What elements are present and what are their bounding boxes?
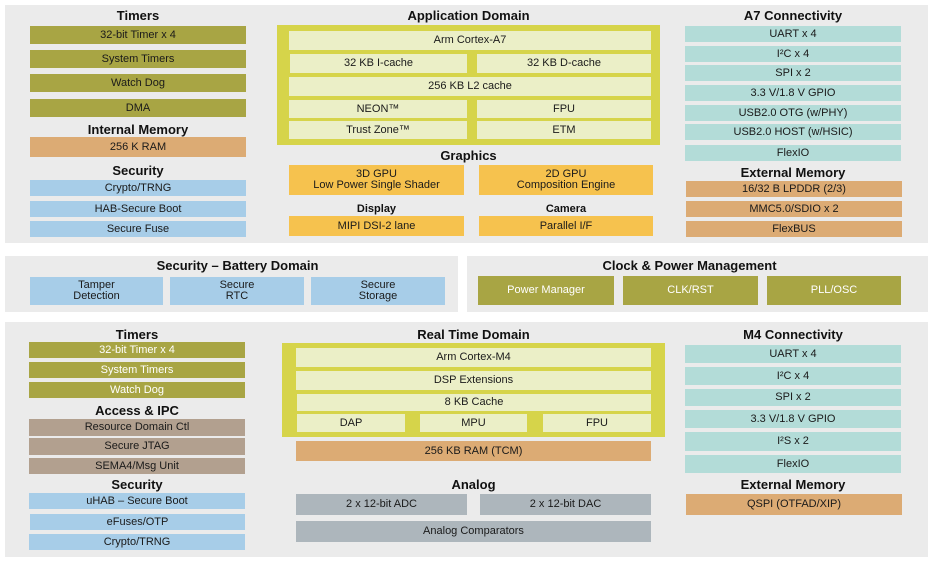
block: Secure Fuse [30, 221, 246, 237]
timers-title: Timers [116, 8, 160, 23]
block: I²C x 4 [685, 367, 901, 385]
block: Trust Zone™ [289, 121, 467, 139]
block: UART x 4 [685, 26, 901, 42]
block: eFuses/OTP [30, 514, 245, 530]
block: Resource Domain Ctl [29, 419, 245, 436]
block: SPI x 2 [685, 389, 901, 406]
block: Parallel I/F [479, 216, 653, 236]
block: MPU [420, 414, 527, 432]
block: 256 K RAM [30, 137, 246, 157]
block: NEON™ [289, 100, 467, 118]
block: USB2.0 HOST (w/HSIC) [685, 124, 901, 140]
block: Tamper Detection [30, 277, 163, 305]
block: 32-bit Timer x 4 [29, 342, 245, 358]
block: System Timers [30, 50, 246, 68]
security-title: Security [112, 163, 164, 178]
rt-domain-title: Real Time Domain [417, 327, 530, 342]
block: uHAB – Secure Boot [29, 493, 245, 509]
block: 3.3 V/1.8 V GPIO [685, 85, 901, 101]
block: FPU [477, 100, 651, 118]
block: MMC5.0/SDIO x 2 [686, 201, 902, 217]
block: ETM [477, 121, 651, 139]
a7-connectivity-title: A7 Connectivity [743, 8, 843, 23]
battery-domain-title: Security – Battery Domain [156, 258, 319, 273]
block: SEMA4/Msg Unit [29, 458, 245, 474]
block: FlexIO [685, 455, 901, 473]
block: Watch Dog [30, 74, 246, 92]
block: 256 KB RAM (TCM) [296, 441, 651, 461]
block: 2D GPU Composition Engine [479, 165, 653, 195]
access-ipc-title: Access & IPC [95, 403, 179, 418]
block: Arm Cortex-A7 [289, 31, 651, 50]
block: I²C x 4 [685, 46, 901, 62]
block: Secure JTAG [29, 438, 245, 455]
block: Secure Storage [311, 277, 445, 305]
block: 32-bit Timer x 4 [30, 26, 246, 44]
block: FPU [543, 414, 651, 432]
block: Arm Cortex-M4 [296, 348, 651, 367]
block: FlexBUS [686, 221, 902, 237]
block: Secure RTC [170, 277, 304, 305]
block: Watch Dog [29, 382, 245, 398]
block: QSPI (OTFAD/XIP) [686, 494, 902, 515]
block: Crypto/TRNG [30, 180, 246, 196]
block: Power Manager [478, 276, 614, 305]
clock-power-title: Clock & Power Management [602, 258, 777, 273]
block: I²S x 2 [685, 432, 901, 451]
external-memory-title: External Memory [740, 165, 846, 180]
block: DAP [297, 414, 405, 432]
block: 16/32 B LPDDR (2/3) [686, 181, 902, 197]
block: 2 x 12-bit ADC [296, 494, 467, 515]
internal-memory-title: Internal Memory [87, 122, 189, 137]
block: 8 KB Cache [297, 394, 651, 411]
timers-title: Timers [115, 327, 159, 342]
camera-label: Camera [545, 203, 587, 215]
block: CLK/RST [623, 276, 758, 305]
display-label: Display [356, 203, 397, 215]
block: UART x 4 [685, 345, 901, 363]
analog-title: Analog [451, 477, 496, 492]
block: 3.3 V/1.8 V GPIO [685, 410, 901, 428]
block: DSP Extensions [296, 371, 651, 390]
app-domain-title: Application Domain [407, 8, 530, 23]
block: Crypto/TRNG [29, 534, 245, 550]
block: USB2.0 OTG (w/PHY) [685, 105, 901, 121]
block: FlexIO [685, 145, 901, 161]
block: PLL/OSC [767, 276, 901, 305]
m4-connectivity-title: M4 Connectivity [743, 327, 843, 342]
block: SPI x 2 [685, 65, 901, 81]
external-memory-title: External Memory [740, 477, 846, 492]
graphics-title: Graphics [440, 148, 497, 163]
block: 32 KB D-cache [477, 54, 651, 73]
block: HAB-Secure Boot [30, 201, 246, 217]
block: System Timers [29, 362, 245, 378]
block: 256 KB L2 cache [289, 77, 651, 96]
block: 2 x 12-bit DAC [480, 494, 651, 515]
block: 32 KB I-cache [290, 54, 467, 73]
block: DMA [30, 99, 246, 117]
block: MIPI DSI-2 lane [289, 216, 464, 236]
security-title: Security [111, 477, 163, 492]
block: Analog Comparators [296, 521, 651, 542]
block: 3D GPU Low Power Single Shader [289, 165, 464, 195]
